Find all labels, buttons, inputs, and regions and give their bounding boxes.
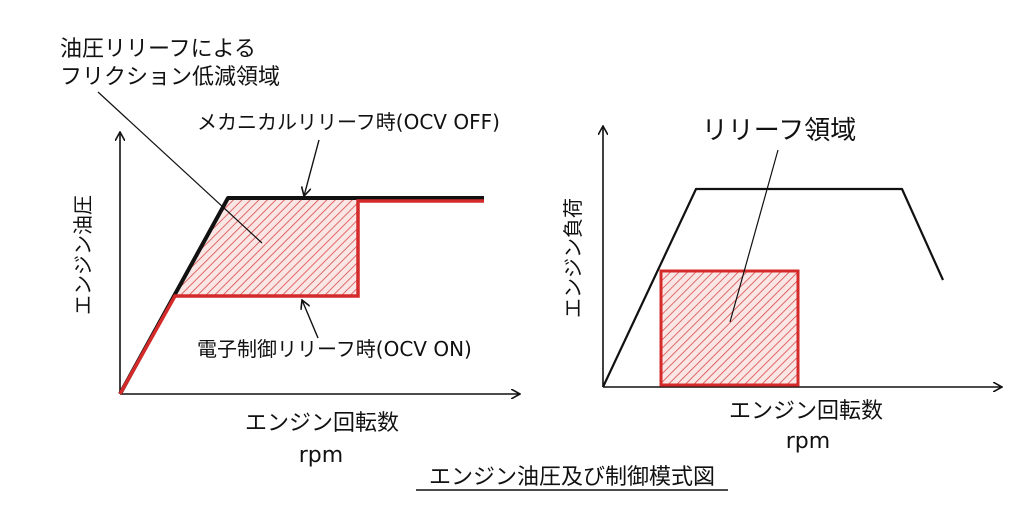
friction-reduction-region [175,198,358,296]
relief-leader-line [729,149,779,323]
friction-annotation-line1: 油圧リリーフによる [60,37,256,62]
right-x-axis-label: エンジン回転数 [729,399,883,424]
left-y-axis-label: エンジン油圧 [71,195,95,315]
electronic-relief-label: 電子制御リリーフ時(OCV ON) [197,337,472,361]
engine-load-envelope [602,187,945,388]
right-x-axis-unit: rpm [786,429,830,454]
left-chart: 油圧リリーフによる フリクション低減領域 メカニカルリリーフ時(OCV OFF)… [60,37,520,468]
friction-annotation-line2: フリクション低減領域 [60,65,280,90]
relief-region-annotation: リリーフ領域 [702,116,856,146]
mechanical-relief-label: メカニカルリリーフ時(OCV OFF) [197,110,500,134]
relief-region [659,269,800,387]
electronic-leader-arrow [302,300,319,339]
diagram-caption: エンジン油圧及び制御模式図 [429,465,715,490]
right-chart: リリーフ領域 エンジン負荷 エンジン回転数 rpm [561,116,1002,454]
friction-leader-line [97,91,263,244]
mechanical-leader-arrow [304,139,320,196]
caption: エンジン油圧及び制御模式図 [416,465,728,491]
electronic-relief-curve [118,199,484,395]
right-y-axis-label: エンジン負荷 [561,198,585,318]
left-x-axis-label: エンジン回転数 [245,411,399,436]
left-x-axis-unit: rpm [299,443,343,468]
